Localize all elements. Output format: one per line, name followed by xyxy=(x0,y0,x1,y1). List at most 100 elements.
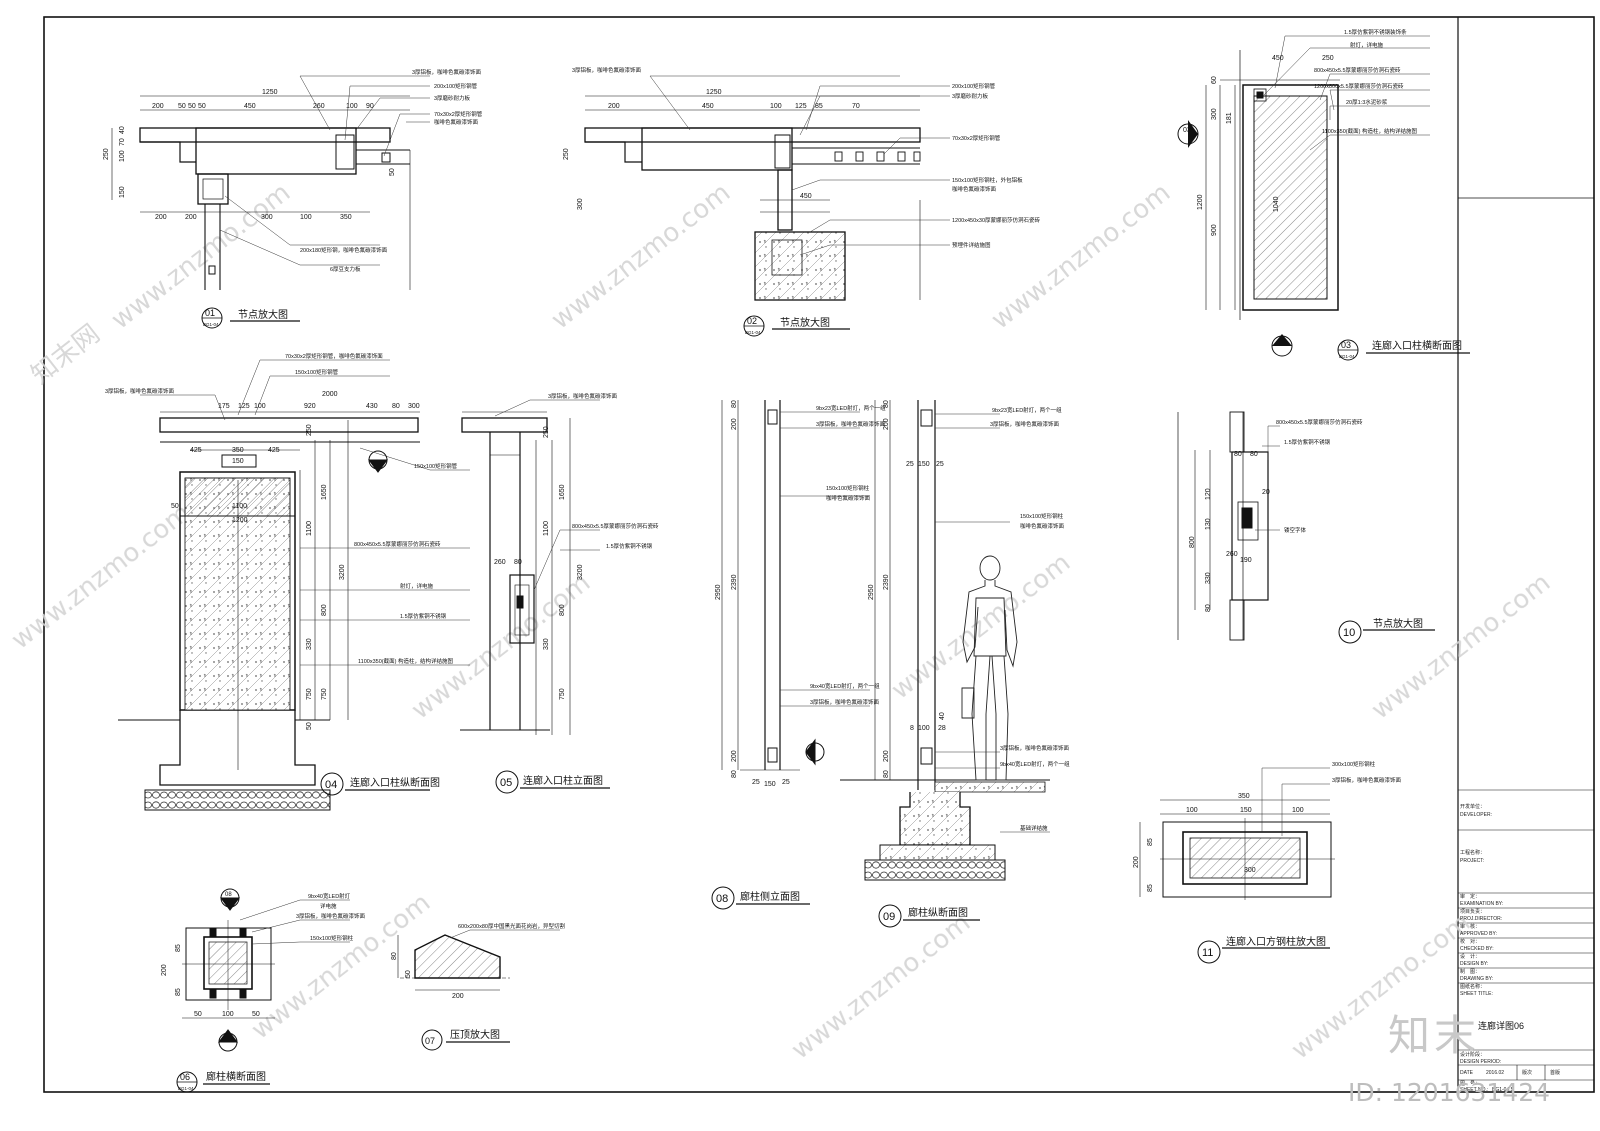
svg-text:50: 50 xyxy=(188,103,196,110)
detail-07-text: 200 80 50 xyxy=(391,952,464,1000)
svg-text:08: 08 xyxy=(225,892,232,898)
svg-text:200: 200 xyxy=(152,103,164,110)
svg-text:50: 50 xyxy=(178,103,186,110)
svg-text:150x100矩形钢柱: 150x100矩形钢柱 xyxy=(826,484,870,492)
watermark-site: www.znzmo.com xyxy=(786,908,976,1066)
svg-text:70x30x2厚矩形钢管，咖啡色氟碳漆饰面: 70x30x2厚矩形钢管，咖啡色氟碳漆饰面 xyxy=(285,352,383,360)
detail-11-label: 11 连廊入口方钢柱放大图 xyxy=(1197,935,1330,964)
svg-text:60: 60 xyxy=(1211,76,1218,84)
detail-07 xyxy=(397,929,560,991)
svg-text:2000: 2000 xyxy=(322,391,338,398)
svg-text:800x450x5.5厚蒙娜丽莎仿洞石瓷砖: 800x450x5.5厚蒙娜丽莎仿洞石瓷砖 xyxy=(1276,418,1363,426)
svg-text:330: 330 xyxy=(543,638,550,650)
svg-text:工程名称：: 工程名称： xyxy=(1460,849,1485,856)
svg-text:9bx23宽LED射灯，两个一组: 9bx23宽LED射灯，两个一组 xyxy=(992,406,1062,414)
svg-text:300: 300 xyxy=(1211,108,1218,120)
svg-text:800x450x5.5厚蒙娜丽莎仿洞石瓷砖: 800x450x5.5厚蒙娜丽莎仿洞石瓷砖 xyxy=(354,540,441,548)
svg-text:设计阶段：: 设计阶段： xyxy=(1460,1051,1485,1058)
svg-text:1.5厚仿紫铜不锈钢: 1.5厚仿紫铜不锈钢 xyxy=(606,542,653,550)
svg-text:1.5厚仿紫铜不锈钢: 1.5厚仿紫铜不锈钢 xyxy=(400,612,447,620)
svg-text:03: 03 xyxy=(1341,340,1351,350)
svg-text:版次: 版次 xyxy=(1522,1069,1532,1076)
svg-text:100: 100 xyxy=(119,150,126,162)
svg-text:50: 50 xyxy=(252,1011,260,1018)
svg-text:50: 50 xyxy=(171,503,179,510)
svg-text:25: 25 xyxy=(752,779,760,786)
svg-text:250: 250 xyxy=(306,424,313,436)
detail-01-title: 节点放大图 xyxy=(238,308,288,321)
detail-09-notes: 9bx23宽LED射灯，两个一组 3厚铝板，咖啡色氟碳漆饰面 150x100矩形… xyxy=(990,406,1070,832)
svg-text:1200: 1200 xyxy=(232,517,248,524)
svg-text:6厚豆支力板: 6厚豆支力板 xyxy=(330,265,361,273)
svg-text:08: 08 xyxy=(716,893,728,905)
svg-text:01: 01 xyxy=(205,308,215,318)
svg-text:85: 85 xyxy=(175,988,182,996)
svg-text:300: 300 xyxy=(1244,867,1256,874)
detail-02-label: 02 BG1-04 节点放大图 xyxy=(743,315,850,337)
svg-text:图 号：: 图 号： xyxy=(1460,1081,1480,1087)
detail-05-label: 05 连廊入口柱立面图 xyxy=(495,770,610,794)
detail-11-text: 350 100 150 100 200 85 85 300 xyxy=(1133,793,1304,892)
svg-text:100: 100 xyxy=(300,214,312,221)
svg-text:02: 02 xyxy=(747,316,757,326)
svg-text:50: 50 xyxy=(405,970,412,978)
svg-text:审 核：: 审 核： xyxy=(1460,923,1480,930)
svg-text:70x30x2厚矩形钢管: 70x30x2厚矩形钢管 xyxy=(434,110,483,118)
svg-text:05: 05 xyxy=(500,777,512,789)
svg-text:9bx40宽LED射灯，两个一组: 9bx40宽LED射灯，两个一组 xyxy=(1000,760,1070,768)
detail-08-title: 廊柱侧立面图 xyxy=(740,890,800,903)
svg-text:250: 250 xyxy=(1322,55,1334,62)
svg-text:镂空字体: 镂空字体 xyxy=(1284,526,1307,534)
detail-04-notes: 70x30x2厚矩形钢管，咖啡色氟碳漆饰面 3厚铝板，咖啡色氟碳漆饰面 150x… xyxy=(105,352,458,665)
svg-text:920: 920 xyxy=(304,403,316,410)
svg-text:1.5厚仿紫铜不锈钢: 1.5厚仿紫铜不锈钢 xyxy=(1284,438,1331,446)
svg-text:SHEET TITLE:: SHEET TITLE: xyxy=(1460,991,1493,997)
svg-text:80: 80 xyxy=(392,403,400,410)
svg-text:800x450x5.5厚蒙娜丽莎仿洞石瓷砖: 800x450x5.5厚蒙娜丽莎仿洞石瓷砖 xyxy=(1314,66,1401,74)
svg-text:EXAMINATION BY:: EXAMINATION BY: xyxy=(1460,901,1503,907)
detail-03-text: 450 250 60 300 1200 900 1040 181 xyxy=(1197,55,1334,236)
svg-text:120: 120 xyxy=(1205,488,1212,500)
svg-text:100: 100 xyxy=(346,103,358,110)
svg-text:3厚铝板，咖啡色氟碳漆饰面: 3厚铝板，咖啡色氟碳漆饰面 xyxy=(412,68,482,76)
svg-text:3厚铝板，咖啡色氟碳漆饰面: 3厚铝板，咖啡色氟碳漆饰面 xyxy=(105,387,175,395)
svg-text:450: 450 xyxy=(244,103,256,110)
svg-text:200: 200 xyxy=(731,418,738,430)
svg-text:2950: 2950 xyxy=(868,584,875,600)
svg-text:200x180矩形钢，咖啡色氟碳漆饰面: 200x180矩形钢，咖啡色氟碳漆饰面 xyxy=(300,246,388,254)
svg-text:450: 450 xyxy=(702,103,714,110)
detail-03-notes: 1.5厚仿紫铜不锈钢装饰条 射灯，详电施 800x450x5.5厚蒙娜丽莎仿洞石… xyxy=(1314,28,1417,135)
svg-text:70: 70 xyxy=(119,138,126,146)
svg-text:DESIGN PERIOD:: DESIGN PERIOD: xyxy=(1460,1059,1501,1065)
svg-text:06: 06 xyxy=(180,1072,190,1082)
svg-text:100: 100 xyxy=(254,403,266,410)
svg-text:900: 900 xyxy=(1211,224,1218,236)
svg-text:项目负责：: 项目负责： xyxy=(1460,908,1485,915)
svg-text:40: 40 xyxy=(939,712,946,720)
svg-text:1100: 1100 xyxy=(306,521,313,536)
svg-text:200: 200 xyxy=(161,964,168,976)
svg-text:咖啡色氟碳漆饰面: 咖啡色氟碳漆饰面 xyxy=(434,118,479,126)
svg-text:开发单位：: 开发单位： xyxy=(1460,803,1485,810)
svg-text:260: 260 xyxy=(1226,551,1238,558)
svg-text:审 定：: 审 定： xyxy=(1460,893,1480,900)
svg-text:9bx40宽LED射灯，两个一组: 9bx40宽LED射灯，两个一组 xyxy=(810,682,880,690)
svg-text:50: 50 xyxy=(198,103,206,110)
svg-text:300x100矩形钢柱: 300x100矩形钢柱 xyxy=(1332,760,1376,768)
svg-text:射灯，详电施: 射灯，详电施 xyxy=(1350,41,1384,49)
svg-text:首版: 首版 xyxy=(1550,1069,1560,1076)
svg-text:2950: 2950 xyxy=(715,584,722,600)
svg-text:250: 250 xyxy=(543,426,550,438)
detail-03 xyxy=(1205,35,1430,320)
detail-02-title: 节点放大图 xyxy=(780,316,830,329)
svg-text:800: 800 xyxy=(1189,536,1196,548)
svg-text:DATE: DATE xyxy=(1460,1070,1474,1076)
detail-09 xyxy=(840,400,1050,881)
detail-03-title: 连廊入口柱横断面图 xyxy=(1372,339,1462,352)
svg-text:300: 300 xyxy=(408,403,420,410)
svg-text:BG1-04: BG1-04 xyxy=(203,322,219,327)
detail-01 xyxy=(111,75,430,290)
svg-text:200: 200 xyxy=(1133,856,1140,868)
svg-text:150x100矩形钢柱: 150x100矩形钢柱 xyxy=(310,934,354,942)
svg-text:125: 125 xyxy=(795,103,807,110)
